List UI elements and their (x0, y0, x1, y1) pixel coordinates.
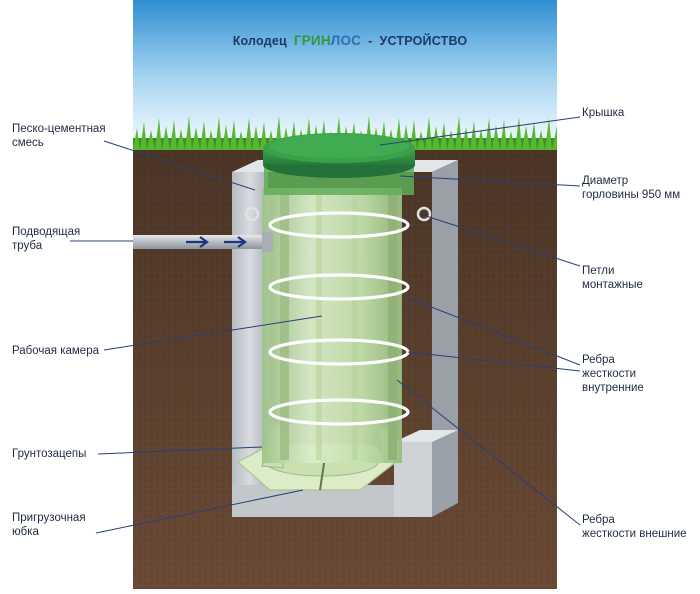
label-inlet-pipe-line2: труба (12, 240, 43, 252)
label-inner-ribs-line2: жесткости (582, 368, 637, 380)
mount-loops (244, 206, 432, 222)
leader-work-chamber (103, 315, 323, 351)
label-outer-ribs-line1: Ребра (582, 514, 615, 526)
label-lid-line1: Крышка (582, 107, 625, 119)
label-work-chamber: Рабочая камера (12, 344, 99, 358)
label-mount-loops-line2: монтажные (582, 279, 643, 291)
label-sand-cement-line1: Песко-цементная (12, 123, 106, 135)
label-work-chamber-line1: Рабочая камера (12, 345, 99, 357)
diagram-title: Колодец ГРИНЛОС-УСТРОЙСТВО (0, 33, 700, 48)
inlet-pipe (133, 232, 273, 252)
label-ground-grips: Грунтозацепы (12, 447, 86, 461)
leader-loops (425, 215, 581, 267)
leader-lid (379, 116, 581, 146)
title-brand-part1: ГРИН (293, 33, 331, 48)
title-suffix: УСТРОЙСТВО (379, 34, 468, 48)
label-lid: Крышка (582, 106, 624, 120)
inner-ribs (268, 211, 410, 426)
label-inner-ribs-line1: Ребра (582, 354, 615, 366)
leader-ballast-skirt (95, 489, 304, 534)
sky (133, 0, 557, 145)
label-inlet-pipe-line1: Подводящая (12, 226, 81, 238)
label-inner-ribs: Ребра жесткости внутренние (582, 353, 644, 395)
label-mount-loops: Петли монтажные (582, 264, 643, 292)
label-outer-ribs-line2: жесткости внешние (582, 528, 687, 540)
label-outer-ribs: Ребра жесткости внешние (582, 513, 687, 541)
label-neck-diameter: Диаметр горловины 950 мм (582, 174, 680, 202)
label-sand-cement-line2: смесь (12, 137, 44, 149)
well-lid (263, 133, 415, 178)
label-inlet-pipe: Подводящая труба (12, 225, 80, 253)
label-ballast-skirt-line2: юбка (12, 526, 39, 538)
label-ground-grips-line1: Грунтозацепы (12, 448, 87, 460)
label-mount-loops-line1: Петли (582, 265, 615, 277)
leader-neck (399, 175, 581, 187)
title-brand-part2: ЛОС (330, 33, 362, 48)
leader-outer-ribs (396, 379, 581, 526)
title-separator: - (368, 34, 373, 48)
leader-inner-rib-1 (407, 297, 581, 366)
label-neck-diameter-line1: Диаметр (582, 175, 629, 187)
outer-ribs (280, 190, 397, 460)
leader-sand-cement (103, 140, 256, 191)
leader-ground-grips (97, 446, 263, 455)
label-inner-ribs-line3: внутренние (582, 382, 644, 394)
label-sand-cement: Песко-цементная смесь (12, 122, 106, 150)
label-ballast-skirt-line1: Пригрузочная (12, 512, 86, 524)
label-neck-diameter-line2: горловины 950 мм (582, 189, 681, 201)
title-prefix: Колодец (232, 34, 287, 48)
leader-inner-rib-2 (407, 351, 581, 372)
label-ballast-skirt: Пригрузочная юбка (12, 511, 86, 539)
leader-lines (70, 116, 581, 534)
